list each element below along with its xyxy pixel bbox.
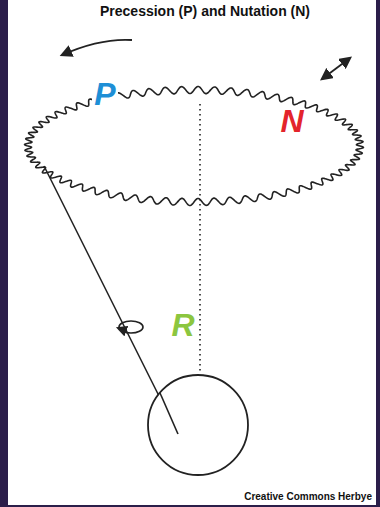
nutation-letter: N — [280, 104, 303, 139]
white-panel: Precession (P) and Nutation (N) P N R Creati… — [8, 0, 376, 505]
precession-letter: P — [92, 77, 117, 112]
illustration — [8, 0, 376, 505]
axis-inside-earth — [160, 393, 178, 434]
wavy-precession-ellipse — [25, 87, 364, 206]
rotation-arrow — [118, 328, 126, 331]
diagram-title: Precession (P) and Nutation (N) — [100, 4, 310, 19]
rotation-letter: R — [171, 308, 194, 343]
nutation-arrow — [322, 58, 350, 79]
earth-circle — [148, 375, 248, 475]
precession-arrow — [62, 40, 132, 55]
credit-watermark: Creative Commons Herbye — [244, 491, 372, 502]
vertical-reference-line — [199, 104, 201, 373]
rotation-loop — [119, 321, 143, 333]
